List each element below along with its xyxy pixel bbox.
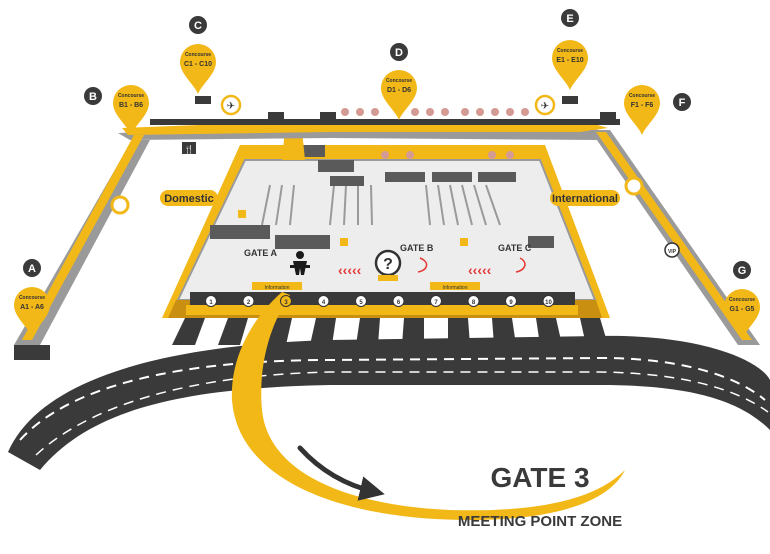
- information-label-b: Information: [442, 285, 467, 291]
- door-number: 7: [434, 300, 438, 306]
- concourse-letter: F: [679, 97, 686, 109]
- concourse-letter-badge: G: [733, 261, 751, 279]
- door-number: 4: [322, 300, 326, 306]
- meeting-point-subtitle: MEETING POINT ZONE: [458, 513, 622, 530]
- concourse-letter-badge: D: [390, 43, 408, 61]
- concourse-b-pin[interactable]: Concourse B1 - B6 B: [84, 85, 149, 135]
- door-8-marker[interactable]: 8: [467, 295, 480, 307]
- concourse-c-pin[interactable]: Concourse C1 - C10 C: [180, 16, 216, 94]
- concourse-e-pin[interactable]: Concourse E1 - E10 E: [552, 9, 588, 90]
- concourse-letter-badge: F: [673, 93, 691, 111]
- concourse-range: C1 - C10: [184, 61, 212, 68]
- door-2-marker[interactable]: 2: [242, 295, 255, 307]
- door-10-marker[interactable]: 10: [542, 295, 555, 307]
- concourse-letter: D: [395, 47, 403, 59]
- concourse-f-pin[interactable]: Concourse F1 - F6 F: [624, 85, 691, 135]
- concourse-d-pin[interactable]: Concourse D1 - D6 D: [381, 43, 417, 120]
- door-number: 8: [472, 300, 476, 306]
- red-arrow-chevrons-left: ‹‹‹‹‹: [338, 262, 362, 278]
- concourse-letter: C: [194, 20, 202, 32]
- concourse-title: Concourse: [118, 93, 144, 99]
- headline: GATE 3 MEETING POINT ZONE: [458, 462, 622, 530]
- concourse-title: Concourse: [19, 295, 45, 301]
- concourse-letter: E: [566, 13, 573, 25]
- door-number: 1: [209, 300, 213, 306]
- map-icons: ? ✈ ✈ 🍴 VIP: [182, 94, 680, 281]
- concourse-title: Concourse: [185, 52, 211, 58]
- concourse-title: Concourse: [557, 48, 583, 54]
- concourse-letter: A: [28, 263, 36, 275]
- concourse-a-pin[interactable]: Concourse A1 - A6 A: [14, 259, 50, 337]
- zone-labels: Domestic International: [110, 176, 644, 215]
- door-number: 6: [397, 300, 401, 306]
- concourse-range: G1 - G5: [730, 306, 755, 313]
- concourse-title: Concourse: [629, 93, 655, 99]
- information-label-a: Information: [264, 285, 289, 291]
- door-number: 10: [545, 300, 552, 306]
- restaurant-icon: 🍴: [182, 142, 196, 154]
- door-number: 5: [359, 300, 363, 306]
- concourse-title: Concourse: [729, 297, 755, 303]
- gate-labels: GATE A GATE B GATE C Information Informa…: [244, 243, 532, 291]
- door-number: 9: [509, 300, 513, 306]
- road-network: [8, 318, 770, 470]
- door-number: 3: [284, 300, 288, 306]
- question-info-icon: ?: [374, 249, 402, 281]
- concourse-range: F1 - F6: [631, 102, 654, 109]
- svg-text:✈: ✈: [227, 101, 235, 112]
- door-5-marker[interactable]: 5: [355, 295, 367, 307]
- concourse-title: Concourse: [386, 78, 412, 84]
- door-3-marker[interactable]: 3: [280, 295, 292, 307]
- meeting-path-swoosh: [231, 292, 626, 520]
- concourse-range: D1 - D6: [387, 87, 411, 94]
- door-number: 2: [247, 300, 251, 306]
- door-4-marker[interactable]: 4: [317, 295, 330, 307]
- svg-text:VIP: VIP: [668, 249, 677, 255]
- concourse-letter: G: [738, 265, 747, 277]
- meeting-person-icon: [290, 251, 310, 275]
- concourse-letter-badge: B: [84, 87, 102, 105]
- international-label: International: [552, 193, 618, 205]
- concourse-letter-badge: A: [23, 259, 41, 277]
- svg-text:🍴: 🍴: [184, 144, 194, 154]
- door-7-marker[interactable]: 7: [430, 295, 442, 307]
- gate-a-label: GATE A: [244, 248, 277, 258]
- concourse-letter-badge: E: [561, 9, 579, 27]
- vip-icon: VIP: [664, 242, 680, 258]
- gate-c-label: GATE C: [498, 243, 532, 253]
- gate-3-title: GATE 3: [490, 462, 589, 493]
- door-9-marker[interactable]: 9: [505, 295, 517, 307]
- flight-departure-icon: ✈: [220, 94, 242, 116]
- concourse-g-pin[interactable]: Concourse G1 - G5 G: [724, 261, 760, 339]
- concourse-range: B1 - B6: [119, 102, 143, 109]
- flight-arrival-icon: ✈: [534, 94, 556, 116]
- door-6-marker[interactable]: 6: [392, 295, 405, 307]
- red-arrow-chevrons-right: ‹‹‹‹‹: [468, 262, 492, 278]
- svg-text:✈: ✈: [541, 101, 549, 112]
- concourse-range: E1 - E10: [556, 57, 583, 64]
- passenger-figures: [341, 108, 529, 159]
- door-markers: 1 2 3 4 5 6 7 8 9 10: [205, 295, 555, 307]
- concourse-range: A1 - A6: [20, 304, 44, 311]
- door-1-marker[interactable]: 1: [205, 295, 217, 307]
- terminal-building: ‹‹‹‹‹ ‹‹‹‹‹: [162, 130, 610, 318]
- concourse-letter: B: [89, 91, 97, 103]
- domestic-label: Domestic: [164, 193, 214, 205]
- svg-text:?: ?: [383, 256, 393, 273]
- restroom-icon: [238, 210, 468, 246]
- concourse-letter-badge: C: [189, 16, 207, 34]
- gate-b-label: GATE B: [400, 243, 434, 253]
